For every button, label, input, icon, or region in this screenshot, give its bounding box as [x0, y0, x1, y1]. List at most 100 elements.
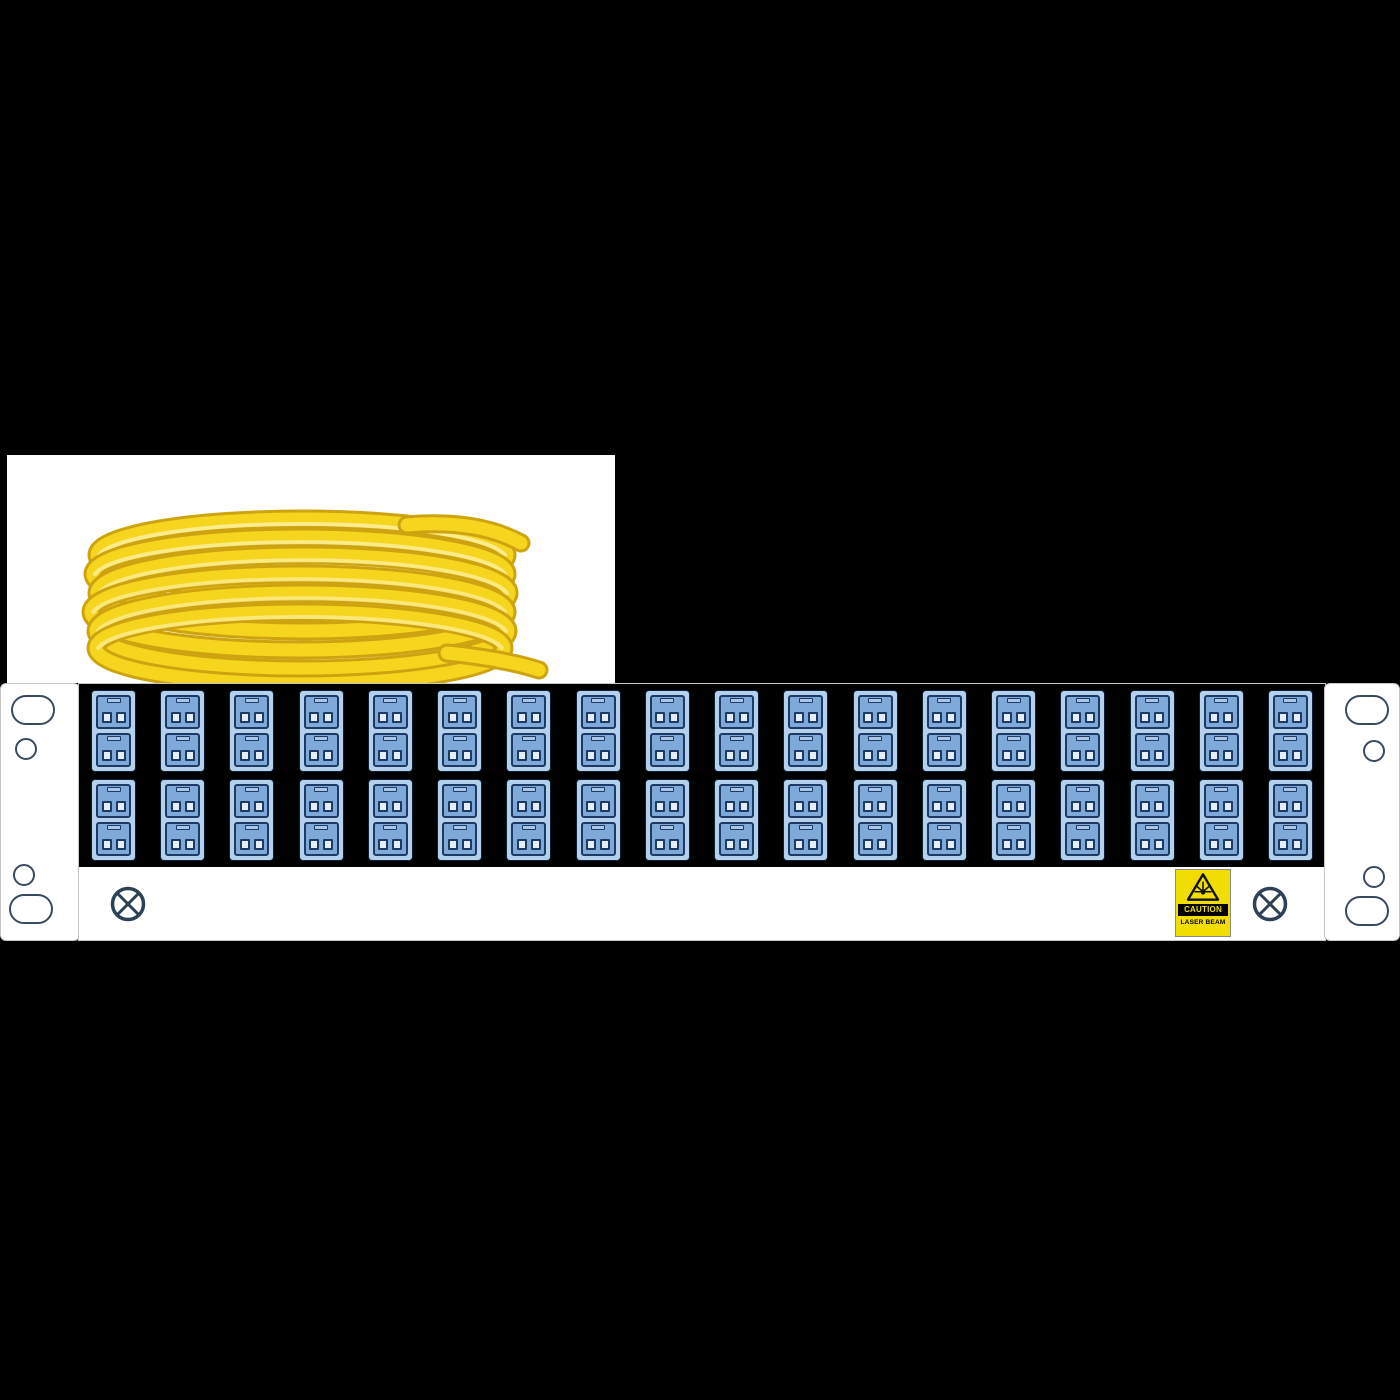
lc-duplex-connector [580, 784, 616, 818]
ferrule [1278, 801, 1289, 812]
ferrule-pair [1278, 712, 1303, 723]
lc-adapter-block [783, 690, 829, 772]
ferrule-pair [1209, 712, 1234, 723]
lc-adapter-block [367, 779, 413, 861]
ferrule [655, 839, 666, 850]
connector-latch [521, 736, 536, 741]
connector-latch [175, 698, 190, 703]
ferrule [1292, 750, 1303, 761]
lc-duplex-connector [165, 784, 201, 818]
lc-adapter-block [229, 690, 275, 772]
ferrule [530, 712, 541, 723]
ferrule [101, 750, 112, 761]
ferrule [877, 750, 888, 761]
lc-adapter-block [160, 690, 206, 772]
connector-latch [1214, 787, 1229, 792]
ferrule [932, 712, 943, 723]
ferrule [461, 712, 472, 723]
ferrule [1209, 712, 1220, 723]
ferrule [101, 712, 112, 723]
connector-latch [175, 787, 190, 792]
connector-latch [244, 698, 259, 703]
lc-duplex-connector [1065, 784, 1101, 818]
lc-adapter-block [298, 779, 344, 861]
panel-faceplate: CAUTION LASER BEAM [78, 683, 1326, 941]
ferrule [1140, 750, 1151, 761]
mounting-ear-left [0, 683, 80, 941]
ferrule-pair [516, 750, 541, 761]
connector-latch [1075, 736, 1090, 741]
ferrule [461, 839, 472, 850]
connector-latch [521, 825, 536, 830]
ferrule-pair [378, 839, 403, 850]
ferrule [877, 712, 888, 723]
ferrule [600, 712, 611, 723]
connector-latch [868, 787, 883, 792]
ferrule [253, 801, 264, 812]
lc-duplex-connector [649, 822, 685, 856]
ferrule [932, 750, 943, 761]
ferrule-pair [1070, 712, 1095, 723]
ferrule [946, 712, 957, 723]
connector-latch [1214, 825, 1229, 830]
lc-duplex-connector [1134, 784, 1170, 818]
ferrule-pair [586, 712, 611, 723]
ferrule [184, 801, 195, 812]
lc-adapter-block [991, 779, 1037, 861]
connector-latch [244, 825, 259, 830]
ferrule [1070, 801, 1081, 812]
ferrule [184, 750, 195, 761]
lc-adapter-block [644, 690, 690, 772]
lc-adapter-block [91, 690, 136, 772]
ferrule [1001, 801, 1012, 812]
lc-adapter-block [437, 690, 483, 772]
lc-duplex-connector [1203, 695, 1239, 729]
ferrule-pair [863, 750, 888, 761]
lc-adapter-block [1060, 779, 1106, 861]
ferrule-pair [932, 839, 957, 850]
ground-symbol-icon [110, 886, 146, 921]
lc-adapter-block [644, 779, 690, 861]
yellow-cable-coil [81, 509, 549, 683]
connector-latch [452, 825, 467, 830]
ferrule [655, 801, 666, 812]
connector-latch [106, 825, 121, 830]
ferrule [600, 839, 611, 850]
lc-duplex-connector [96, 695, 131, 729]
lc-duplex-connector [96, 733, 131, 767]
ferrule [253, 750, 264, 761]
connector-latch [729, 825, 744, 830]
ferrule [655, 712, 666, 723]
ferrule [115, 712, 126, 723]
ferrule [932, 839, 943, 850]
connector-latch [798, 825, 813, 830]
mounting-hole [1363, 866, 1385, 888]
connector-latch [244, 787, 259, 792]
lc-duplex-connector [996, 733, 1032, 767]
lc-duplex-connector [303, 733, 339, 767]
ferrule [184, 839, 195, 850]
connector-latch [1075, 698, 1090, 703]
connector-latch [660, 736, 675, 741]
lc-duplex-connector [442, 784, 478, 818]
ferrule-pair [1070, 801, 1095, 812]
ferrule-pair [101, 801, 126, 812]
lc-duplex-connector [719, 695, 755, 729]
ferrule-pair [724, 801, 749, 812]
lc-duplex-connector [926, 784, 962, 818]
lc-duplex-connector [996, 822, 1032, 856]
lc-duplex-connector [1272, 733, 1308, 767]
ferrule-pair [1140, 712, 1165, 723]
patch-panel: CAUTION LASER BEAM [0, 683, 1400, 941]
ferrule [1154, 712, 1165, 723]
lc-duplex-connector [442, 822, 478, 856]
ferrule [1001, 712, 1012, 723]
connector-latch [314, 825, 329, 830]
ferrule [1084, 801, 1095, 812]
connector-latch [591, 787, 606, 792]
ferrule-pair [793, 712, 818, 723]
lc-duplex-connector [649, 695, 685, 729]
ferrule-pair [170, 801, 195, 812]
lc-duplex-connector [234, 733, 270, 767]
ferrule-pair [863, 712, 888, 723]
